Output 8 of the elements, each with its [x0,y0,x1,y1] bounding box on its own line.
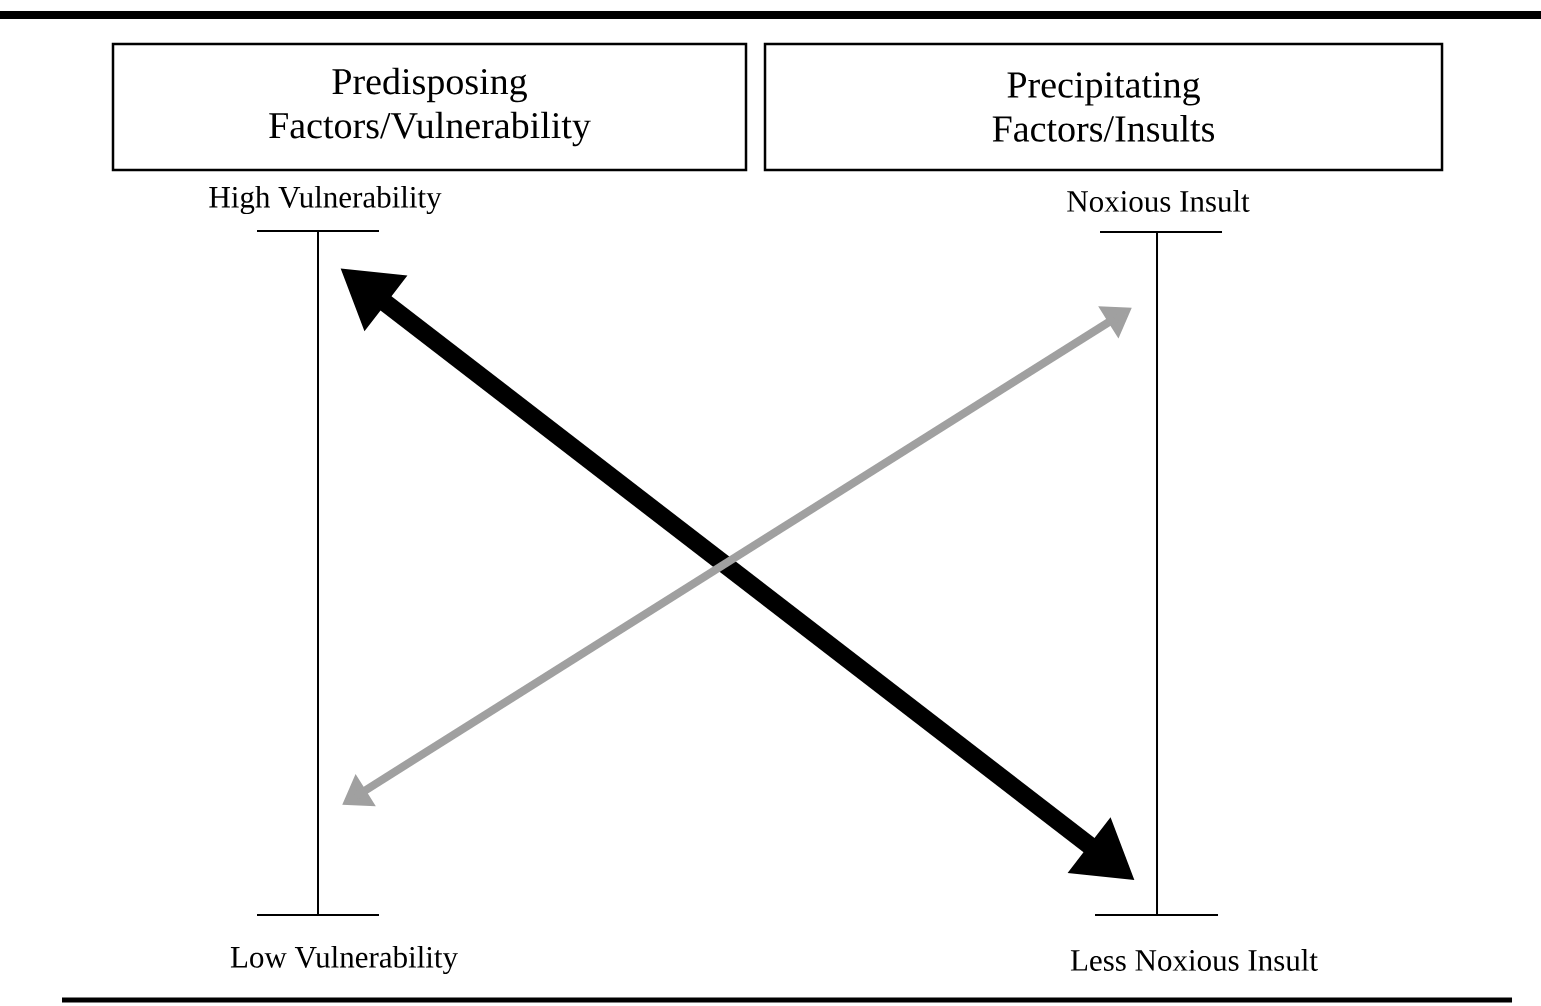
scale-bar [256,230,380,916]
scale-bar [1094,231,1223,916]
factor-box: Precipitating Factors/Insults [763,42,1444,172]
factor-box: Predisposing Factors/Vulnerability [111,42,748,172]
scale-label: Low Vulnerability [230,945,458,975]
scale-label: High Vulnerability [209,185,442,215]
scale-label: Noxious Insult [1067,190,1250,212]
scale-label: Less Noxious Insult [1070,949,1318,971]
